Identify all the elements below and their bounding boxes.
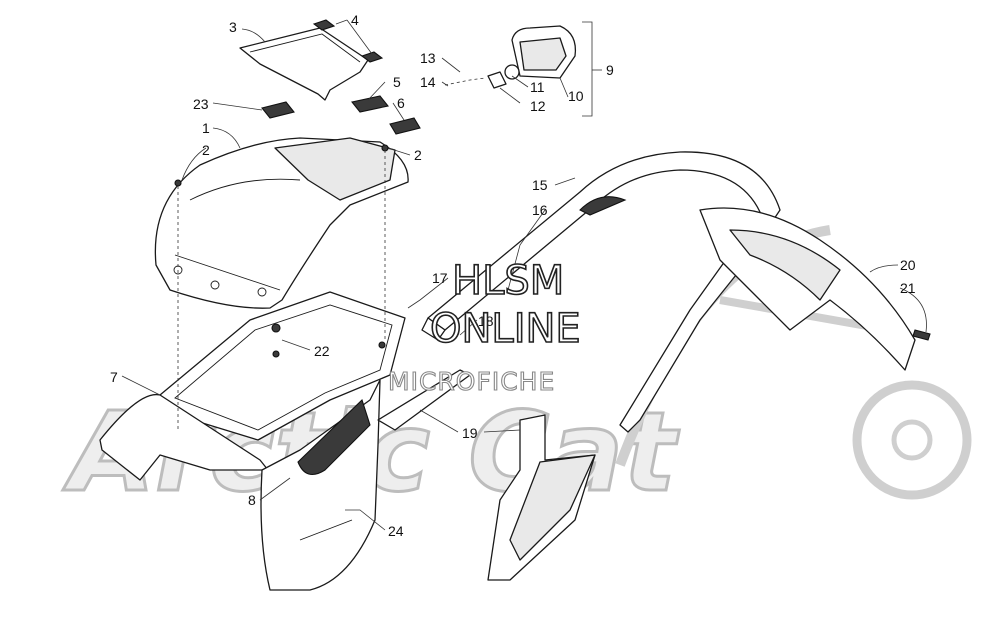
callout-19: 19 bbox=[462, 425, 478, 441]
callout-14: 14 bbox=[420, 74, 436, 90]
watermark-line1: HLSM bbox=[452, 258, 564, 304]
callout-8: 8 bbox=[248, 492, 256, 508]
part-20-rear-flap bbox=[699, 207, 916, 371]
callout-13: 13 bbox=[420, 50, 436, 66]
callout-6: 6 bbox=[397, 95, 405, 111]
callout-24: 24 bbox=[388, 523, 404, 539]
callout-23: 23 bbox=[193, 96, 209, 112]
watermark-line2: ONLINE bbox=[430, 306, 581, 352]
part-16-grab-bar bbox=[421, 151, 781, 433]
part-12-socket bbox=[487, 71, 507, 89]
callout-12: 12 bbox=[530, 98, 546, 114]
background-wheel-shape bbox=[852, 380, 972, 500]
callout-15: 15 bbox=[532, 177, 548, 193]
callout-labels: 1 2 2 3 4 5 6 7 8 9 10 11 12 13 14 15 16… bbox=[110, 12, 916, 539]
part-13-14-wire bbox=[444, 77, 486, 86]
callout-18: 18 bbox=[478, 313, 494, 329]
leader-lines bbox=[121, 19, 927, 531]
callout-21: 21 bbox=[900, 280, 916, 296]
callout-1: 1 bbox=[202, 120, 210, 136]
callout-22: 22 bbox=[314, 343, 330, 359]
part-15-bolt-plate bbox=[579, 196, 627, 216]
callout-9: 9 bbox=[606, 62, 614, 78]
part-21-screw bbox=[912, 329, 931, 341]
callout-2-right: 2 bbox=[414, 147, 422, 163]
callout-2-left: 2 bbox=[202, 142, 210, 158]
callout-16: 16 bbox=[532, 202, 548, 218]
part-7-side-panel bbox=[99, 393, 269, 481]
callout-5: 5 bbox=[393, 74, 401, 90]
part-10-tail-light bbox=[511, 25, 577, 79]
callout-20: 20 bbox=[900, 257, 916, 273]
part-1-rear-cowl bbox=[154, 137, 409, 309]
callout-10: 10 bbox=[568, 88, 584, 104]
part-11-bulb bbox=[504, 64, 520, 80]
part-6-pad bbox=[389, 117, 421, 135]
callout-17: 17 bbox=[432, 270, 448, 286]
bracket-9 bbox=[582, 21, 593, 117]
background-hub-shape bbox=[891, 419, 933, 461]
callout-4: 4 bbox=[351, 12, 359, 28]
part-19-lower-trim bbox=[377, 369, 596, 581]
part-24-rear-panel bbox=[260, 379, 381, 591]
callout-3: 3 bbox=[229, 19, 237, 35]
part-3-tray-plate bbox=[239, 27, 369, 101]
watermark-line3: MICROFICHE bbox=[388, 367, 555, 396]
part-23-pad bbox=[261, 101, 295, 119]
callout-7: 7 bbox=[110, 369, 118, 385]
part-5-pad bbox=[351, 95, 389, 113]
part-4-clips bbox=[312, 19, 384, 63]
callout-11: 11 bbox=[530, 79, 545, 95]
hlsm-watermark: HLSM ONLINE MICROFICHE bbox=[387, 257, 581, 396]
fastener-left bbox=[174, 179, 182, 187]
